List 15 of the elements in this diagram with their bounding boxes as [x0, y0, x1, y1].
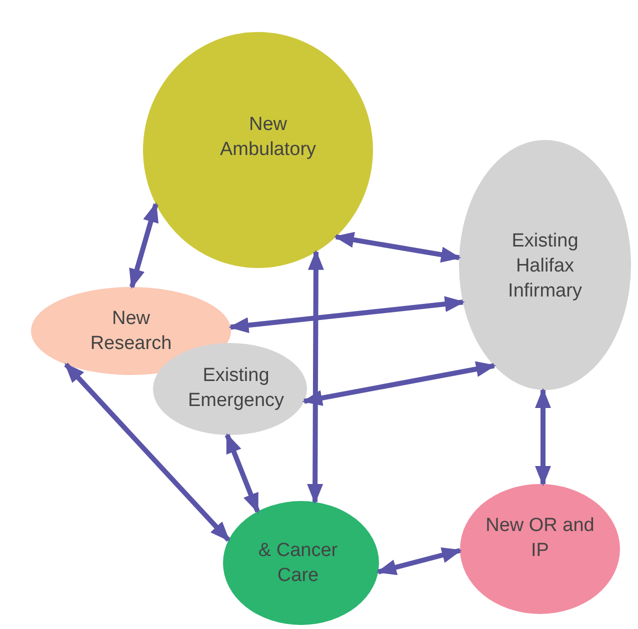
double-arrow: [334, 232, 462, 263]
node-label: Existing Emergency: [186, 364, 286, 413]
double-arrow: [535, 388, 551, 486]
node-label: Existing Halifax Infirmary: [507, 230, 583, 304]
double-arrow: [307, 250, 324, 504]
double-arrow: [228, 296, 465, 334]
double-arrow: [376, 547, 462, 576]
double-arrow: [64, 362, 230, 542]
node-label: New Research: [89, 307, 173, 356]
node-label: New Ambulatory: [218, 113, 318, 162]
double-arrow: [302, 361, 496, 406]
node-label: New OR and IP: [485, 514, 595, 563]
double-arrow: [224, 433, 260, 514]
double-arrow: [129, 202, 158, 289]
node-label: & Cancer Care: [257, 539, 339, 588]
